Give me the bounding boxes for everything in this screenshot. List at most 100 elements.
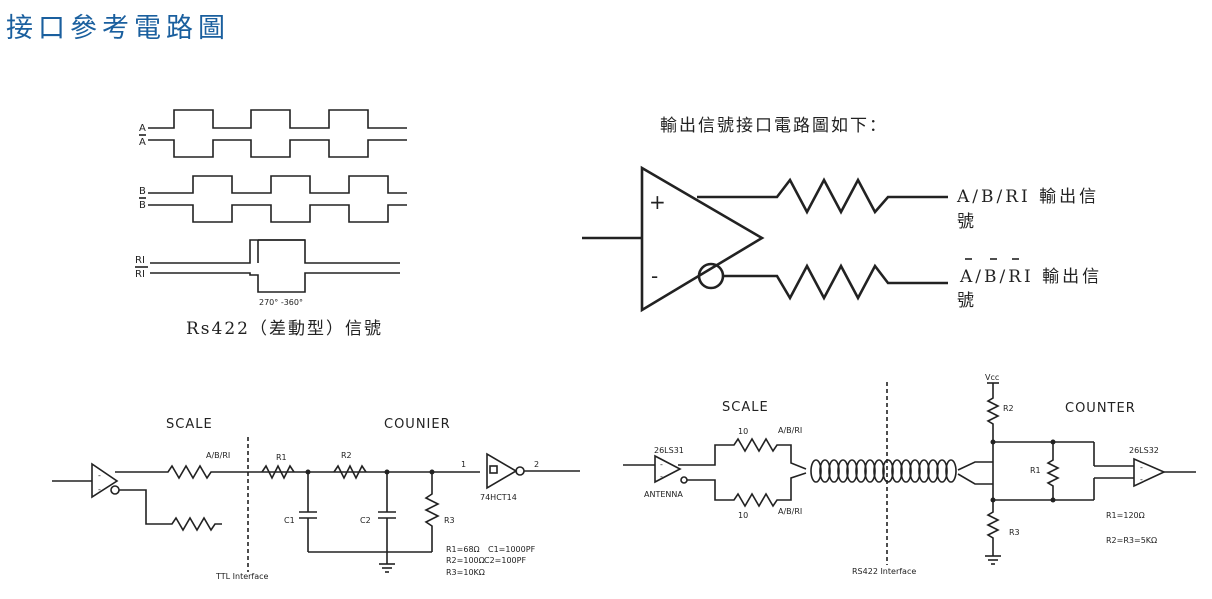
label-ri-bar: RI bbox=[135, 269, 145, 280]
twisted-pair-loop bbox=[936, 459, 948, 483]
rs-counter-label: COUNTER bbox=[1065, 401, 1136, 416]
wave-b-bar bbox=[148, 204, 407, 223]
waveform-caption: Rs422（差動型）信號 bbox=[186, 319, 383, 339]
twisted-pair-loop bbox=[819, 459, 831, 483]
ttl-r1 bbox=[261, 464, 295, 480]
plus-sign: + bbox=[649, 190, 666, 214]
ttl-value-r2: R2=100Ω bbox=[446, 556, 485, 565]
ttl-schmitt-gate bbox=[486, 452, 518, 490]
twisted-pair-loop bbox=[900, 459, 912, 483]
output2-label-2: 號 bbox=[957, 291, 977, 311]
label-b-bar: B bbox=[139, 200, 146, 211]
rs-r3 bbox=[986, 500, 1000, 556]
rs-interface-label: RS422 Interface bbox=[852, 567, 916, 576]
label-a: A bbox=[139, 123, 146, 134]
label-a-bar: A bbox=[139, 137, 146, 148]
ttl-driver-amp bbox=[91, 462, 119, 499]
page-title: 接口參考電路圖 bbox=[6, 13, 230, 44]
rs-r1-label: R1 bbox=[1030, 466, 1041, 475]
rs-receiver-label: 26LS32 bbox=[1129, 446, 1159, 455]
rs-receiver-plus: - bbox=[1140, 463, 1143, 472]
ttl-r3 bbox=[424, 472, 440, 552]
rs-signal-top: A/B/RI bbox=[778, 426, 802, 435]
ttl-c1-label: C1 bbox=[284, 516, 295, 525]
rs-twisted-pair bbox=[810, 459, 957, 483]
rs-value-r1: R1=120Ω bbox=[1106, 511, 1145, 520]
ttl-value-r1: R1=68Ω bbox=[446, 545, 480, 554]
rs-antenna-label: ANTENNA bbox=[644, 490, 683, 499]
ttl-driver-plus: - bbox=[98, 471, 101, 480]
ttl-r2-label: R2 bbox=[341, 451, 352, 460]
minus-sign: - bbox=[651, 264, 658, 288]
ttl-interface-circuit: SCALE COUNIER - - A/B/RI TTL Interface R… bbox=[52, 417, 580, 581]
ttl-main-line bbox=[115, 464, 480, 480]
rs-receiver-minus: - bbox=[1140, 475, 1143, 484]
ttl-r1-label: R1 bbox=[276, 453, 287, 462]
rs-scale-label: SCALE bbox=[722, 400, 769, 415]
twisted-pair-loop bbox=[882, 459, 894, 483]
output-heading: 輸出信號接口電路圖如下： bbox=[660, 116, 888, 136]
ttl-value-c1: C1=1000PF bbox=[488, 545, 536, 554]
ttl-driver-minus: - bbox=[98, 485, 101, 494]
ttl-second-line bbox=[119, 489, 222, 532]
ttl-pin1: 1 bbox=[461, 460, 466, 469]
ttl-pin2: 2 bbox=[534, 460, 539, 469]
rs-driver-plus: - bbox=[660, 460, 663, 469]
twisted-pair-loop bbox=[846, 459, 858, 483]
ttl-r2 bbox=[333, 464, 367, 480]
rs-receiver-amp bbox=[1133, 457, 1166, 488]
opamp-triangle bbox=[640, 165, 765, 313]
rs-driver-minus: - bbox=[660, 472, 663, 481]
rs-r2-label: R2 bbox=[1003, 404, 1014, 413]
resistor-bottom bbox=[723, 263, 948, 301]
twisted-pair-loop bbox=[837, 459, 849, 483]
twisted-pair-loop bbox=[891, 459, 903, 483]
ttl-counter-label: COUNIER bbox=[384, 417, 451, 432]
twisted-pair-loop bbox=[828, 459, 840, 483]
twisted-pair-loop bbox=[864, 459, 876, 483]
rs-driver-amp bbox=[654, 454, 682, 484]
rs-r-top-label: 10 bbox=[738, 427, 748, 436]
ttl-driver-bubble bbox=[110, 485, 120, 495]
wave-ri-bar bbox=[150, 272, 400, 293]
rs-r3-label: R3 bbox=[1009, 528, 1020, 537]
twisted-pair-loop bbox=[927, 459, 939, 483]
ttl-value-c2: C2=100PF bbox=[484, 556, 526, 565]
ttl-scale-label: SCALE bbox=[166, 417, 213, 432]
ttl-value-r3: R3=10KΩ bbox=[446, 568, 485, 577]
output1-label-2: 號 bbox=[957, 212, 977, 232]
wave-a-bar bbox=[148, 139, 407, 158]
rs422-interface-circuit: SCALE COUNTER 26LS31 ANTENNA - - 10 10 A… bbox=[623, 373, 1196, 576]
twisted-pair-loop bbox=[945, 459, 957, 483]
rs-r1 bbox=[1046, 442, 1060, 500]
rs-r-bottom-label: 10 bbox=[738, 511, 748, 520]
twisted-pair-loop bbox=[873, 459, 885, 483]
twisted-pair-loop bbox=[810, 459, 822, 483]
rs-value-r2r3: R2=R3=5KΩ bbox=[1106, 536, 1157, 545]
ttl-ic-label: 74HCT14 bbox=[480, 493, 517, 502]
rs-top-line bbox=[678, 437, 807, 470]
rs-signal-bottom: A/B/RI bbox=[778, 507, 802, 516]
rs-rx-bottom-entry bbox=[957, 473, 993, 485]
output2-label: A/B/RI 輸出信 bbox=[959, 267, 1102, 287]
output-amplifier-diagram: 輸出信號接口電路圖如下： + - A/B/RI 輸出信 號 A/B/RI 輸出信… bbox=[582, 116, 1102, 313]
waveform-diagram: A A B B RI RI 270° -360° Rs422（差動型）信號 bbox=[135, 109, 407, 339]
rs-vcc-label: Vcc bbox=[985, 373, 999, 382]
rs-driver-bubble bbox=[680, 476, 688, 484]
rs-r2 bbox=[986, 383, 1000, 442]
ttl-c2-label: C2 bbox=[360, 516, 371, 525]
ttl-interface-label: TTL Interface bbox=[215, 572, 269, 581]
wave-b bbox=[148, 175, 407, 194]
wave-a bbox=[148, 109, 407, 129]
rs-driver-label: 26LS31 bbox=[654, 446, 684, 455]
rs-bottom-line bbox=[687, 472, 807, 508]
twisted-pair-loop bbox=[909, 459, 921, 483]
label-b: B bbox=[139, 186, 146, 197]
label-ri: RI bbox=[135, 255, 145, 266]
rs-rx-top-entry bbox=[957, 461, 993, 471]
twisted-pair-loop bbox=[855, 459, 867, 483]
resistor-top bbox=[697, 177, 948, 215]
ttl-signal-label: A/B/RI bbox=[206, 451, 230, 460]
ttl-schmitt-symbol bbox=[489, 465, 498, 474]
